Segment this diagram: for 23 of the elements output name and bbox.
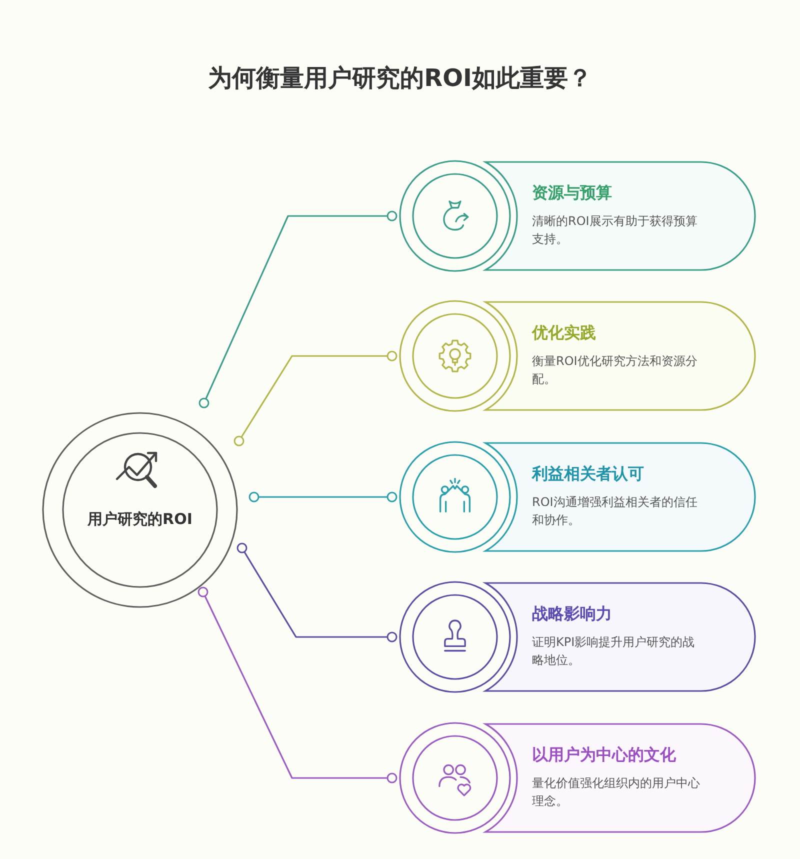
card-heading: 利益相关者认可	[532, 463, 644, 485]
topic-card	[399, 722, 757, 834]
topic-card	[399, 300, 757, 412]
hub-label: 用户研究的ROI	[88, 509, 192, 530]
card-description: 清晰的ROI展示有助于获得预算支持。	[532, 213, 698, 248]
card-description: ROI沟通增强利益相关者的信任和协作。	[532, 494, 698, 529]
topic-card	[399, 581, 757, 693]
connector-line	[236, 542, 398, 642]
card-heading: 优化实践	[532, 322, 596, 344]
connector-line	[248, 492, 398, 502]
connector-line	[234, 350, 398, 446]
hub-circle	[42, 412, 238, 608]
title: 为何衡量用户研究的ROI如此重要？	[208, 63, 592, 94]
connector-line	[198, 210, 398, 408]
card-heading: 以用户为中心的文化	[532, 744, 676, 766]
topic-card	[399, 441, 757, 553]
card-heading: 战略影响力	[532, 603, 612, 625]
connector-line	[198, 586, 398, 784]
card-description: 衡量ROI优化研究方法和资源分配。	[532, 353, 698, 388]
card-heading: 资源与预算	[532, 182, 612, 204]
card-description: 量化价值强化组织内的用户中心理念。	[532, 775, 701, 810]
card-description: 证明KPI影响提升用户研究的战略地位。	[532, 634, 696, 669]
topic-card	[399, 160, 757, 272]
